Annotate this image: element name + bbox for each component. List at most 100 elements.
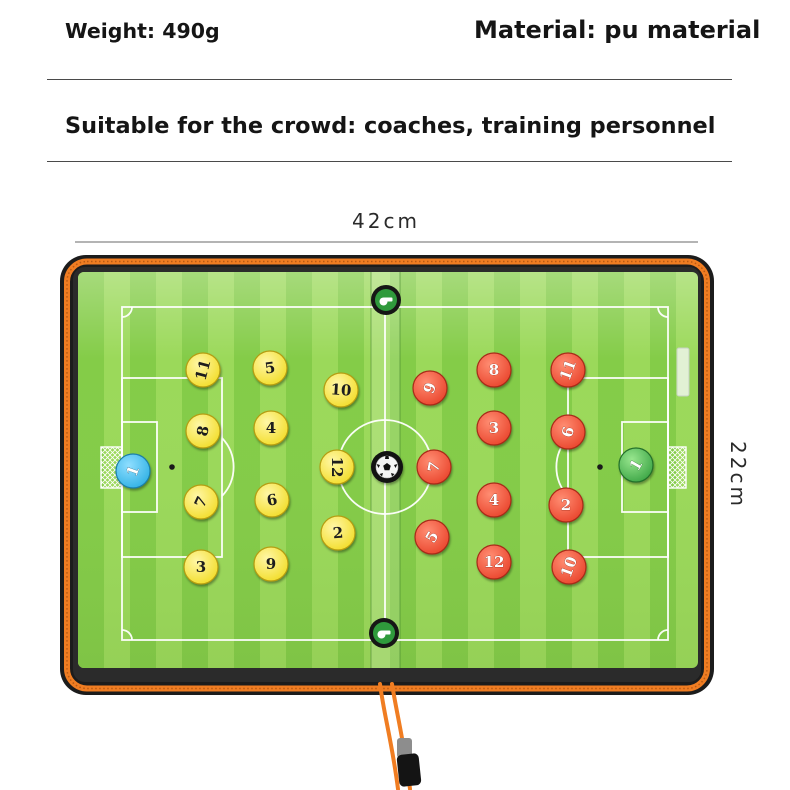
magnet-disc	[115, 453, 151, 489]
whistle-mouthpiece	[381, 630, 391, 635]
player-number: 11	[192, 358, 215, 383]
zipper-cord	[378, 682, 400, 790]
player-number: 12	[328, 457, 346, 478]
player-number: 12	[484, 553, 505, 571]
right-penalty-spot	[597, 464, 603, 470]
magnet-disc	[252, 350, 288, 386]
weight-spec: Weight: 490g	[65, 19, 220, 43]
pitch-surface	[78, 272, 698, 668]
zipper-slider	[397, 738, 412, 758]
corner-arc	[121, 629, 133, 641]
corner-arc	[121, 306, 133, 318]
red-player-magnet: 4	[476, 482, 512, 518]
red-player-magnet: 9	[412, 370, 448, 406]
magnet-disc	[183, 549, 219, 585]
magnet-disc	[253, 546, 289, 582]
height-dimension-label: 22cm	[726, 441, 750, 509]
magnet-disc	[476, 352, 512, 388]
player-number: 10	[330, 380, 352, 399]
magnet-disc	[185, 413, 221, 449]
width-dimension-label: 42cm	[352, 209, 420, 233]
magnet-disc	[185, 352, 221, 388]
magnet-disc	[254, 482, 290, 518]
ball-marker	[371, 451, 403, 483]
divider	[47, 79, 732, 80]
player-number: 8	[193, 424, 213, 437]
audience-spec: Suitable for the crowd: coaches, trainin…	[65, 113, 716, 139]
ball-patch	[376, 464, 380, 468]
red-player-magnet: 7	[416, 449, 452, 485]
ball-patch	[385, 456, 389, 459]
magnet-disc	[618, 447, 654, 483]
elastic-tab	[676, 347, 690, 397]
player-number: 8	[489, 361, 499, 379]
magnet-disc	[253, 410, 289, 446]
ball-patch	[394, 464, 398, 468]
red-player-magnet: 3	[476, 410, 512, 446]
soccer-ball-icon	[375, 455, 399, 479]
yellow-player-magnet: 12	[319, 449, 355, 485]
whistle-icon	[377, 630, 391, 639]
yellow-player-magnet: 5	[252, 350, 288, 386]
red-player-magnet: 10	[551, 549, 587, 585]
ball-patch	[383, 463, 391, 471]
magnet-disc	[320, 515, 356, 551]
player-number: 6	[265, 490, 278, 510]
player-number: 5	[264, 358, 277, 377]
magnet-disc	[550, 352, 586, 388]
player-number: 9	[266, 555, 276, 573]
red-player-magnet: 11	[550, 352, 586, 388]
red-player-magnet: 2	[548, 487, 584, 523]
magnet-disc	[319, 449, 355, 485]
magnet-disc	[323, 372, 359, 408]
yellow-player-magnet: 10	[323, 372, 359, 408]
player-number: 6	[558, 425, 578, 440]
yellow-player-magnet: 9	[253, 546, 289, 582]
magnet-disc	[476, 410, 512, 446]
yellow-player-magnet: 6	[254, 482, 290, 518]
player-number: 3	[196, 558, 206, 576]
player-number: 3	[489, 419, 499, 437]
red-player-magnet: 12	[476, 544, 512, 580]
magnet-disc	[476, 482, 512, 518]
yellow-player-magnet: 7	[183, 484, 219, 520]
magnet-disc	[548, 487, 584, 523]
left-penalty-spot	[169, 464, 175, 470]
red-team-goalkeeper-magnet: 1	[618, 447, 654, 483]
corner-arc	[657, 629, 669, 641]
bottom-whistle-marker	[369, 618, 399, 648]
ball-patch	[391, 473, 395, 477]
zipper-pull	[378, 682, 422, 790]
top-whistle-marker	[371, 285, 401, 315]
material-spec: Material: pu material	[474, 16, 761, 44]
magnet-disc	[414, 519, 450, 555]
yellow-player-magnet: 3	[183, 549, 219, 585]
magnet-disc	[183, 484, 219, 520]
whistle-mouthpiece	[383, 297, 393, 302]
red-player-magnet: 6	[550, 414, 586, 450]
whistle-icon	[379, 297, 393, 306]
magnet-disc	[551, 549, 587, 585]
player-number: 4	[489, 491, 499, 509]
player-number: 4	[266, 419, 276, 437]
right-goal-net	[667, 446, 687, 489]
left-penalty-arc	[221, 437, 235, 497]
player-number: 7	[424, 460, 444, 473]
magnet-disc	[550, 414, 586, 450]
corner-arc	[657, 306, 669, 318]
red-player-magnet: 5	[414, 519, 450, 555]
zipper-tab	[396, 753, 422, 787]
magnet-disc	[476, 544, 512, 580]
yellow-team-goalkeeper-magnet: 1	[115, 453, 151, 489]
magnet-disc	[412, 370, 448, 406]
yellow-player-magnet: 8	[185, 413, 221, 449]
ball-patch	[379, 473, 383, 477]
yellow-player-magnet: 4	[253, 410, 289, 446]
player-number: 2	[332, 524, 344, 543]
yellow-player-magnet: 2	[320, 515, 356, 551]
zipper-teeth	[66, 260, 708, 690]
red-player-magnet: 8	[476, 352, 512, 388]
yellow-player-magnet: 11	[185, 352, 221, 388]
magnet-disc	[416, 449, 452, 485]
